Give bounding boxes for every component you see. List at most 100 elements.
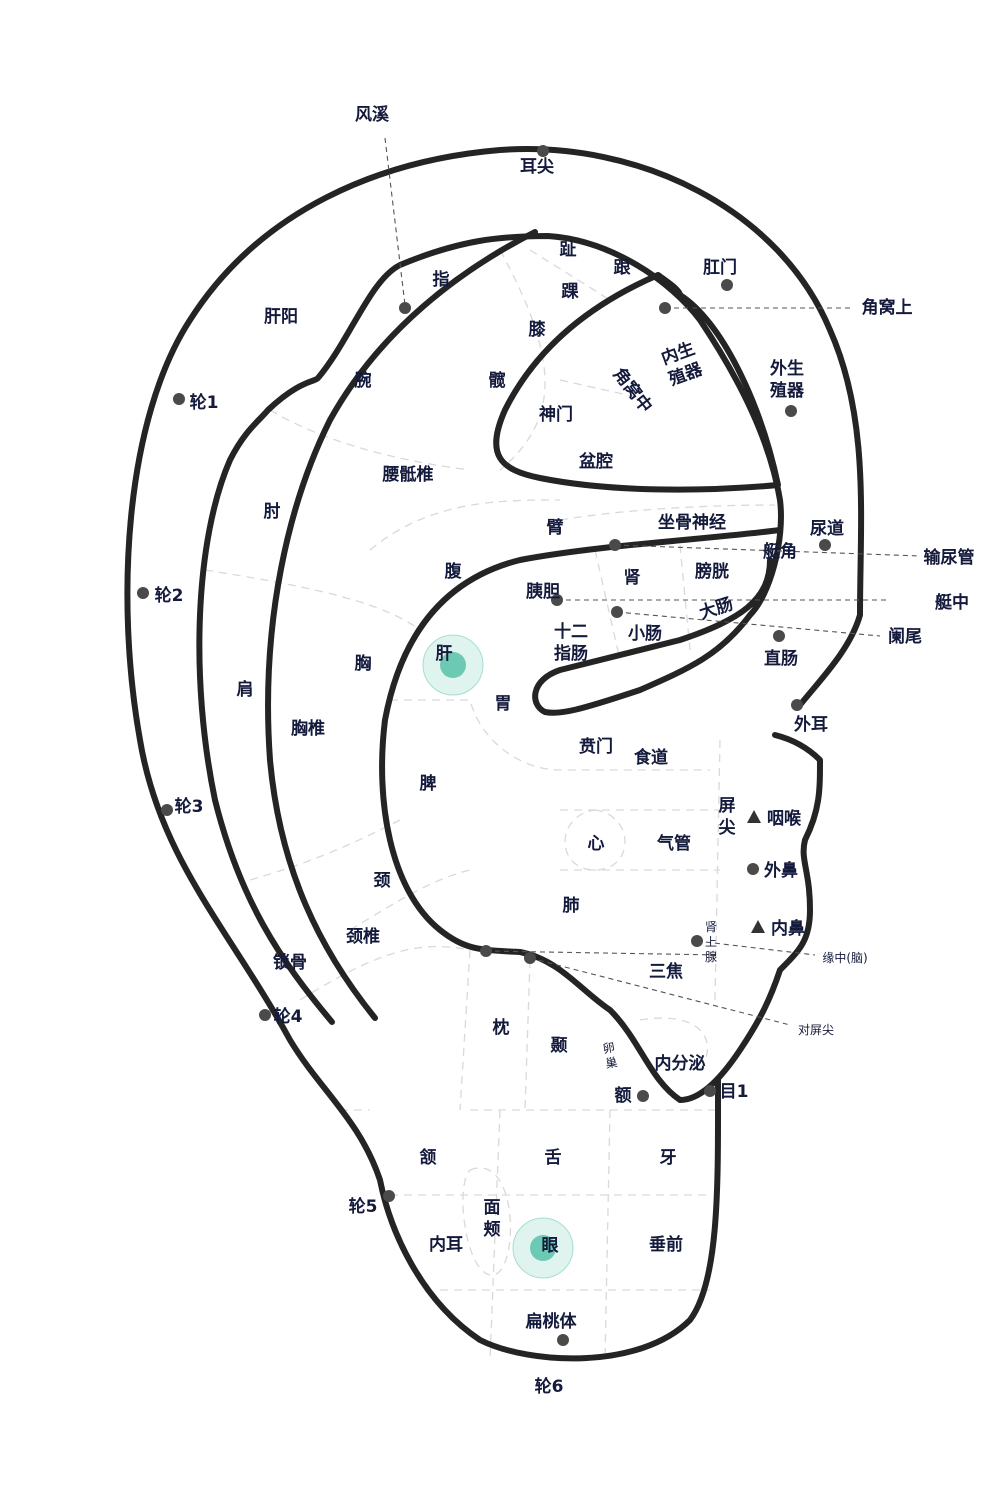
- point-dot: [747, 863, 759, 875]
- label-benmen: 贲门: [579, 736, 613, 757]
- label-gan: 肝: [436, 644, 453, 664]
- antihelix-inner-outline: [265, 229, 538, 1021]
- point-dot: [819, 539, 831, 551]
- zone-line: [524, 959, 531, 1111]
- label-shuniaoguan: 输尿管: [924, 547, 975, 568]
- highlighted-points: [422, 634, 574, 1279]
- label-xiong: 胸: [355, 653, 372, 674]
- label-nie: 颞: [550, 1036, 568, 1056]
- label-tingzhong: 艇中: [934, 592, 969, 613]
- label-zhichang: 直肠: [764, 648, 798, 669]
- label-gen: 跟: [614, 258, 632, 278]
- point-dot: [773, 630, 785, 642]
- label-pingjian: 屏尖: [719, 796, 737, 838]
- label-fu: 腹: [445, 561, 463, 582]
- ear-outline: [124, 146, 865, 1362]
- label-jiaowoshang: 角窝上: [862, 297, 913, 318]
- zone-line: [594, 549, 621, 661]
- point-dot: [791, 699, 803, 711]
- label-gangmen: 肛门: [703, 257, 737, 278]
- leader-lines: [384, 137, 921, 1026]
- point-dot: [259, 1009, 271, 1021]
- label-suogu: 锁骨: [273, 952, 307, 973]
- point-dot: [637, 1090, 649, 1102]
- point-dots: [137, 145, 831, 1346]
- label-sanjiao: 三焦: [649, 961, 683, 982]
- cymba-concha-outline: [379, 527, 823, 1103]
- label-tingjiao: 艇角: [762, 541, 797, 562]
- helix-outer-outline: [124, 146, 865, 1362]
- point-dot: [611, 606, 623, 618]
- point-dot: [137, 587, 149, 599]
- leader-line-lanwei: [616, 611, 881, 637]
- label-shen: 肾: [624, 568, 641, 588]
- label-neishengzhiqi: 内生殖器: [658, 338, 706, 390]
- label-huai: 踝: [562, 282, 580, 302]
- label-shenmen: 神门: [539, 404, 573, 425]
- label-e: 额: [615, 1085, 632, 1106]
- zone-line: [499, 249, 546, 471]
- point-dot: [609, 539, 621, 551]
- label-fengxi: 风溪: [355, 105, 390, 125]
- triangular-fossa-outline: [493, 272, 781, 493]
- label-xi: 膝: [529, 319, 547, 340]
- point-dot: [161, 804, 173, 816]
- point-dot: [480, 945, 492, 957]
- label-ya: 牙: [660, 1148, 677, 1168]
- point-dot: [173, 393, 185, 405]
- zone-divisions: [204, 249, 776, 1361]
- label-pangguang: 膀胱: [695, 561, 729, 582]
- triangle-marker-neibi: [751, 920, 765, 933]
- label-shidao: 食道: [634, 747, 668, 768]
- label-zhou: 肘: [264, 502, 281, 522]
- zone-line: [349, 869, 471, 931]
- label-lun3: 轮3: [175, 796, 204, 817]
- label-kuan: 髋: [489, 370, 506, 391]
- label-zhi-finger: 指: [433, 269, 450, 290]
- label-bi: 臂: [546, 517, 564, 538]
- point-dot: [551, 594, 563, 606]
- label-xiaochang: 小肠: [628, 624, 662, 644]
- label-neifenmi: 内分泌: [655, 1053, 706, 1074]
- antihelix-crus-outline: [196, 233, 784, 1025]
- point-dot: [524, 952, 536, 964]
- point-dot: [659, 302, 671, 314]
- label-waishengzhiqi: 外生殖器: [770, 358, 805, 401]
- label-pi: 脾: [420, 773, 437, 794]
- leader-line-yuanzhong-2: [485, 950, 721, 956]
- zone-line: [269, 409, 471, 471]
- label-niaodao: 尿道: [810, 518, 844, 539]
- label-zhen: 枕: [493, 1017, 510, 1038]
- label-lun1: 轮1: [190, 392, 219, 413]
- label-lun4: 轮4: [274, 1006, 303, 1027]
- zone-line: [559, 504, 776, 521]
- label-shenshangxian: 肾上腺: [705, 920, 717, 964]
- leader-line-shuniaoguan: [614, 544, 921, 557]
- label-yuanzhong: 缘中(脑): [822, 950, 867, 965]
- label-wan: 腕: [355, 370, 372, 391]
- zone-line: [204, 569, 421, 631]
- label-lanwei: 阑尾: [888, 626, 922, 647]
- liver-point-core: [440, 652, 466, 678]
- label-wei: 胃: [495, 694, 512, 714]
- label-chuiqian: 垂前: [649, 1234, 683, 1255]
- label-neier: 内耳: [429, 1234, 463, 1255]
- point-dot: [383, 1190, 395, 1202]
- label-xiongzhui: 胸椎: [291, 718, 325, 739]
- point-labels: 风溪 耳尖 趾 跟 肛门 角窝上 肝阳 指 踝 膝 内生殖器 外生殖器 轮1 腕…: [155, 105, 975, 1397]
- label-ganyang: 肝阳: [264, 307, 298, 327]
- leader-line-fengxi: [384, 137, 406, 306]
- label-jing: 颈: [374, 871, 391, 891]
- label-luanchao: 卵巢: [602, 1040, 619, 1071]
- zone-line: [639, 1017, 709, 1071]
- point-dot: [557, 1334, 569, 1346]
- zone-line: [390, 699, 710, 771]
- label-duipingjian: 对屏尖: [798, 1023, 834, 1037]
- label-yidan: 胰胆: [526, 581, 560, 602]
- point-dot: [399, 302, 411, 314]
- label-shierzhichang: 十二指肠: [554, 621, 588, 664]
- zone-line: [459, 949, 471, 1111]
- zone-line: [529, 249, 611, 301]
